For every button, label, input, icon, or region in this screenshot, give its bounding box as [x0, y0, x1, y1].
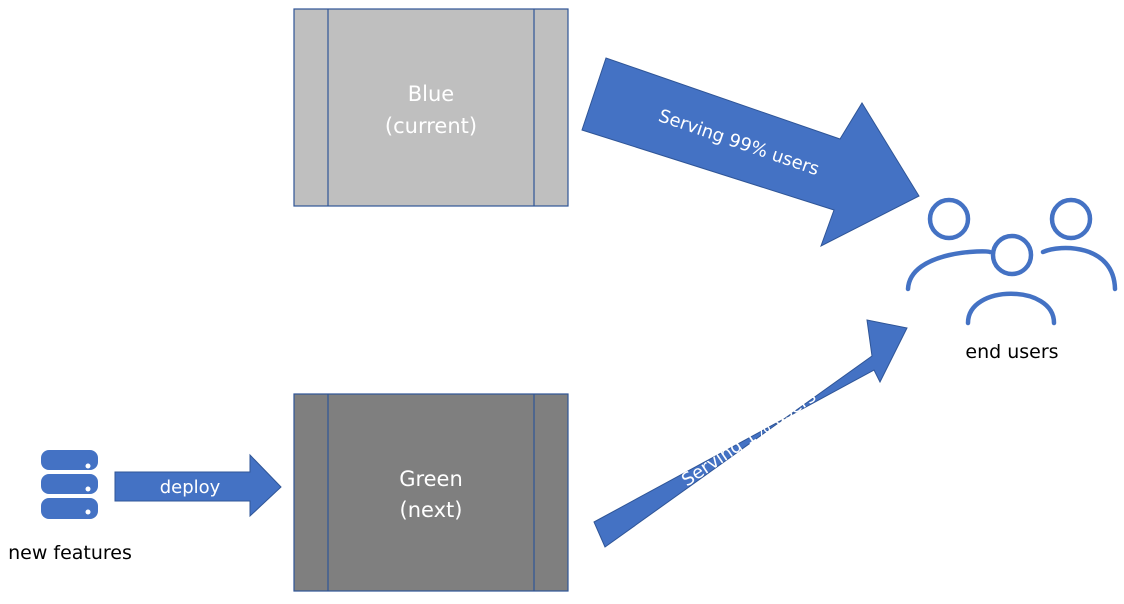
users-group-icon: [905, 197, 1118, 326]
new-features-caption: new features: [8, 542, 132, 564]
blue-box: Blue (current): [293, 8, 569, 207]
blue-box-title: Blue: [408, 82, 454, 106]
deploy-arrow-label: deploy: [160, 477, 221, 498]
deploy-arrow: deploy: [114, 453, 282, 518]
serving-green-arrow: Serving 1% users: [593, 319, 908, 548]
green-box: Green (next): [293, 393, 569, 592]
green-box-title: Green: [399, 467, 463, 491]
green-box-subtitle: (next): [400, 498, 463, 522]
blue-box-subtitle: (current): [385, 114, 477, 138]
end-users-caption: end users: [965, 341, 1058, 363]
database-icon: [41, 450, 98, 519]
serving-green-arrow-label: Serving 1% users: [678, 386, 820, 491]
serving-blue-arrow: Serving 99% users: [581, 57, 920, 248]
